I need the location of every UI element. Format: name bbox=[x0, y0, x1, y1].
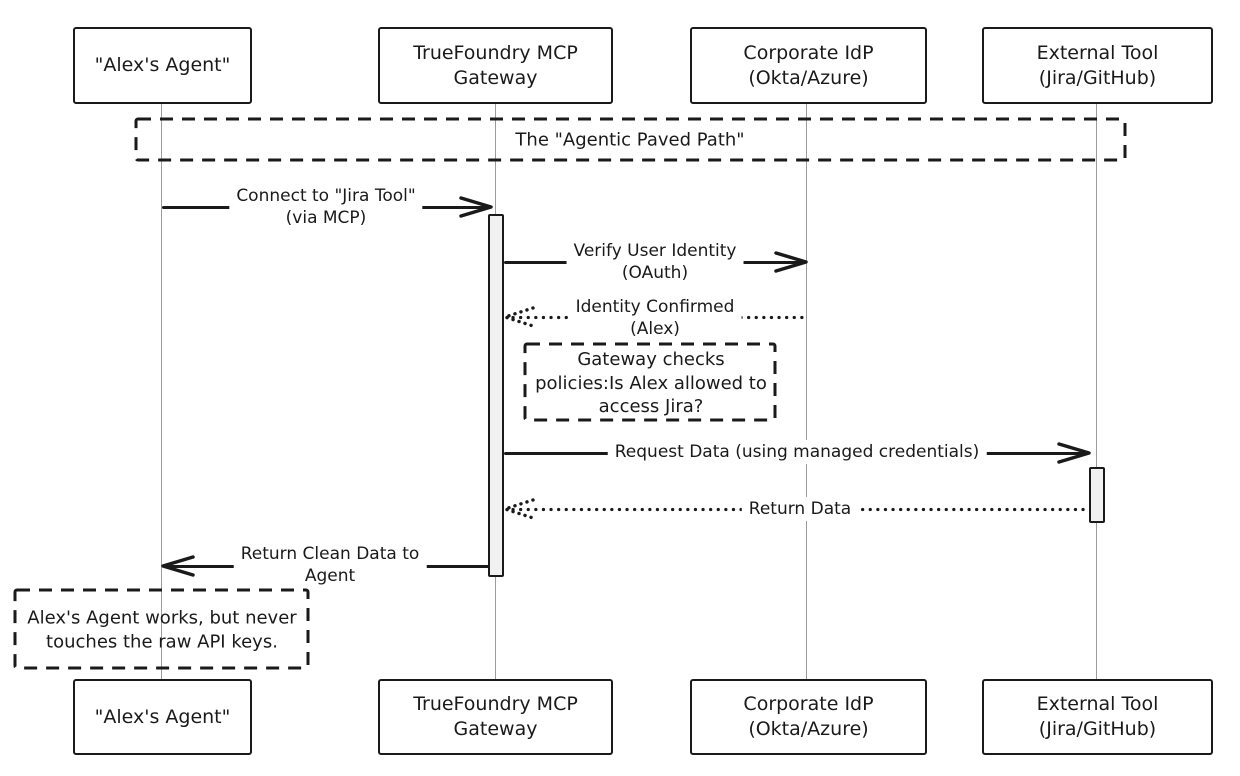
actor-label: Corporate IdP (Okta/Azure) bbox=[743, 693, 874, 740]
actor-bottom-alexs-agent: "Alex's Agent" bbox=[73, 679, 252, 755]
paved-path-frame-label: The "Agentic Paved Path" bbox=[515, 129, 745, 151]
actor-bottom-idp: Corporate IdP (Okta/Azure) bbox=[690, 679, 927, 755]
note-policy-box bbox=[523, 342, 777, 422]
return-clean-arrow-left-icon bbox=[161, 555, 195, 577]
activation-external-tool bbox=[1089, 467, 1105, 523]
identity-arrow-left-dotted-icon bbox=[503, 306, 535, 328]
actor-label: TrueFoundry MCP Gateway bbox=[413, 41, 578, 89]
actor-top-alexs-agent: "Alex's Agent" bbox=[73, 27, 252, 104]
note-api-keys-box bbox=[13, 588, 310, 670]
paved-path-frame bbox=[134, 117, 1127, 162]
actor-top-idp: Corporate IdP (Okta/Azure) bbox=[690, 27, 927, 104]
lifeline-alexs-agent bbox=[161, 104, 162, 679]
actor-label: "Alex's Agent" bbox=[94, 705, 231, 728]
lifeline-external-tool bbox=[1096, 104, 1097, 679]
actor-label: TrueFoundry MCP Gateway bbox=[413, 693, 578, 740]
message-verify-label: Verify User Identity (OAuth) bbox=[566, 239, 744, 285]
message-request-label: Request Data (using managed credentials) bbox=[607, 440, 987, 464]
connect-arrow-right-icon bbox=[459, 196, 493, 218]
note-policy-text: Gateway checks policies:Is Alex allowed … bbox=[535, 348, 767, 417]
verify-arrow-right-icon bbox=[774, 251, 808, 273]
message-return-clean-label: Return Clean Data to Agent bbox=[233, 542, 427, 588]
actor-label: External Tool (Jira/GitHub) bbox=[1036, 41, 1159, 89]
return-data-arrow-left-dotted-icon bbox=[503, 498, 535, 520]
message-connect-label: Connect to "Jira Tool" (via MCP) bbox=[229, 184, 423, 230]
note-api-keys-text: Alex's Agent works, but never touches th… bbox=[27, 607, 297, 653]
message-return-data-label: Return Data bbox=[741, 497, 859, 521]
actor-bottom-external-tool: External Tool (Jira/GitHub) bbox=[982, 679, 1213, 755]
actor-label: Corporate IdP (Okta/Azure) bbox=[743, 41, 874, 89]
message-return-data-line bbox=[511, 507, 1089, 512]
actor-label: External Tool (Jira/GitHub) bbox=[1036, 693, 1159, 740]
actor-label: "Alex's Agent" bbox=[94, 54, 231, 76]
lifeline-idp bbox=[806, 104, 807, 679]
request-arrow-right-icon bbox=[1057, 442, 1091, 464]
actor-top-gateway: TrueFoundry MCP Gateway bbox=[378, 27, 613, 104]
actor-bottom-gateway: TrueFoundry MCP Gateway bbox=[378, 679, 613, 755]
activation-gateway bbox=[488, 214, 504, 577]
actor-top-external-tool: External Tool (Jira/GitHub) bbox=[982, 27, 1213, 104]
message-identity-label: Identity Confirmed (Alex) bbox=[568, 295, 742, 341]
